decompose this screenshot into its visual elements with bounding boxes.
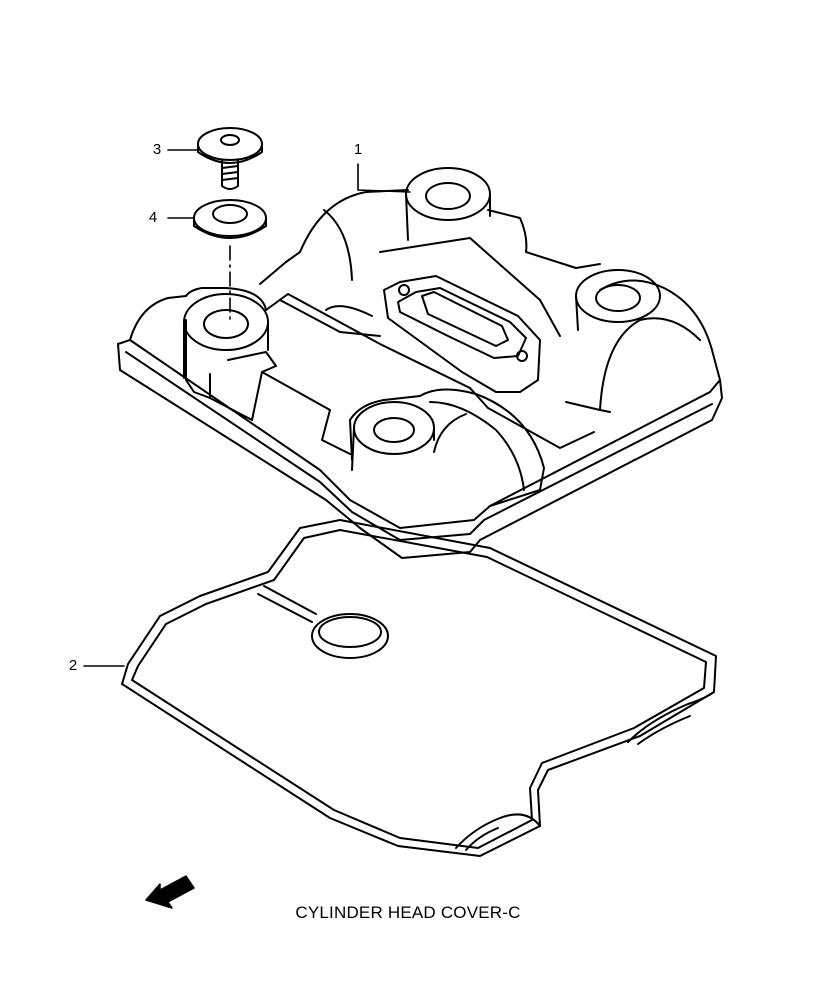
bolt-boss-front-right: [351, 401, 435, 471]
bolt-boss-front-left: [183, 293, 269, 379]
diagram-caption: CYLINDER HEAD COVER-C: [295, 903, 521, 922]
callout-2: 2: [68, 657, 78, 674]
cylinder-head-cover-part: [117, 167, 723, 559]
callout-1: 1: [353, 141, 363, 158]
cover-bolt-part: [197, 127, 263, 190]
bolt-boss-rear-right: [575, 269, 661, 331]
rubber-washer-part: [193, 199, 267, 239]
callout-4: 4: [148, 209, 158, 226]
bolt-boss-rear-left: [405, 167, 491, 241]
leader-line-1: [357, 163, 411, 193]
callout-3: 3: [152, 141, 162, 158]
leader-lines: [83, 149, 411, 667]
fwd-arrow-icon: [145, 875, 195, 909]
gasket-part: [121, 519, 717, 857]
